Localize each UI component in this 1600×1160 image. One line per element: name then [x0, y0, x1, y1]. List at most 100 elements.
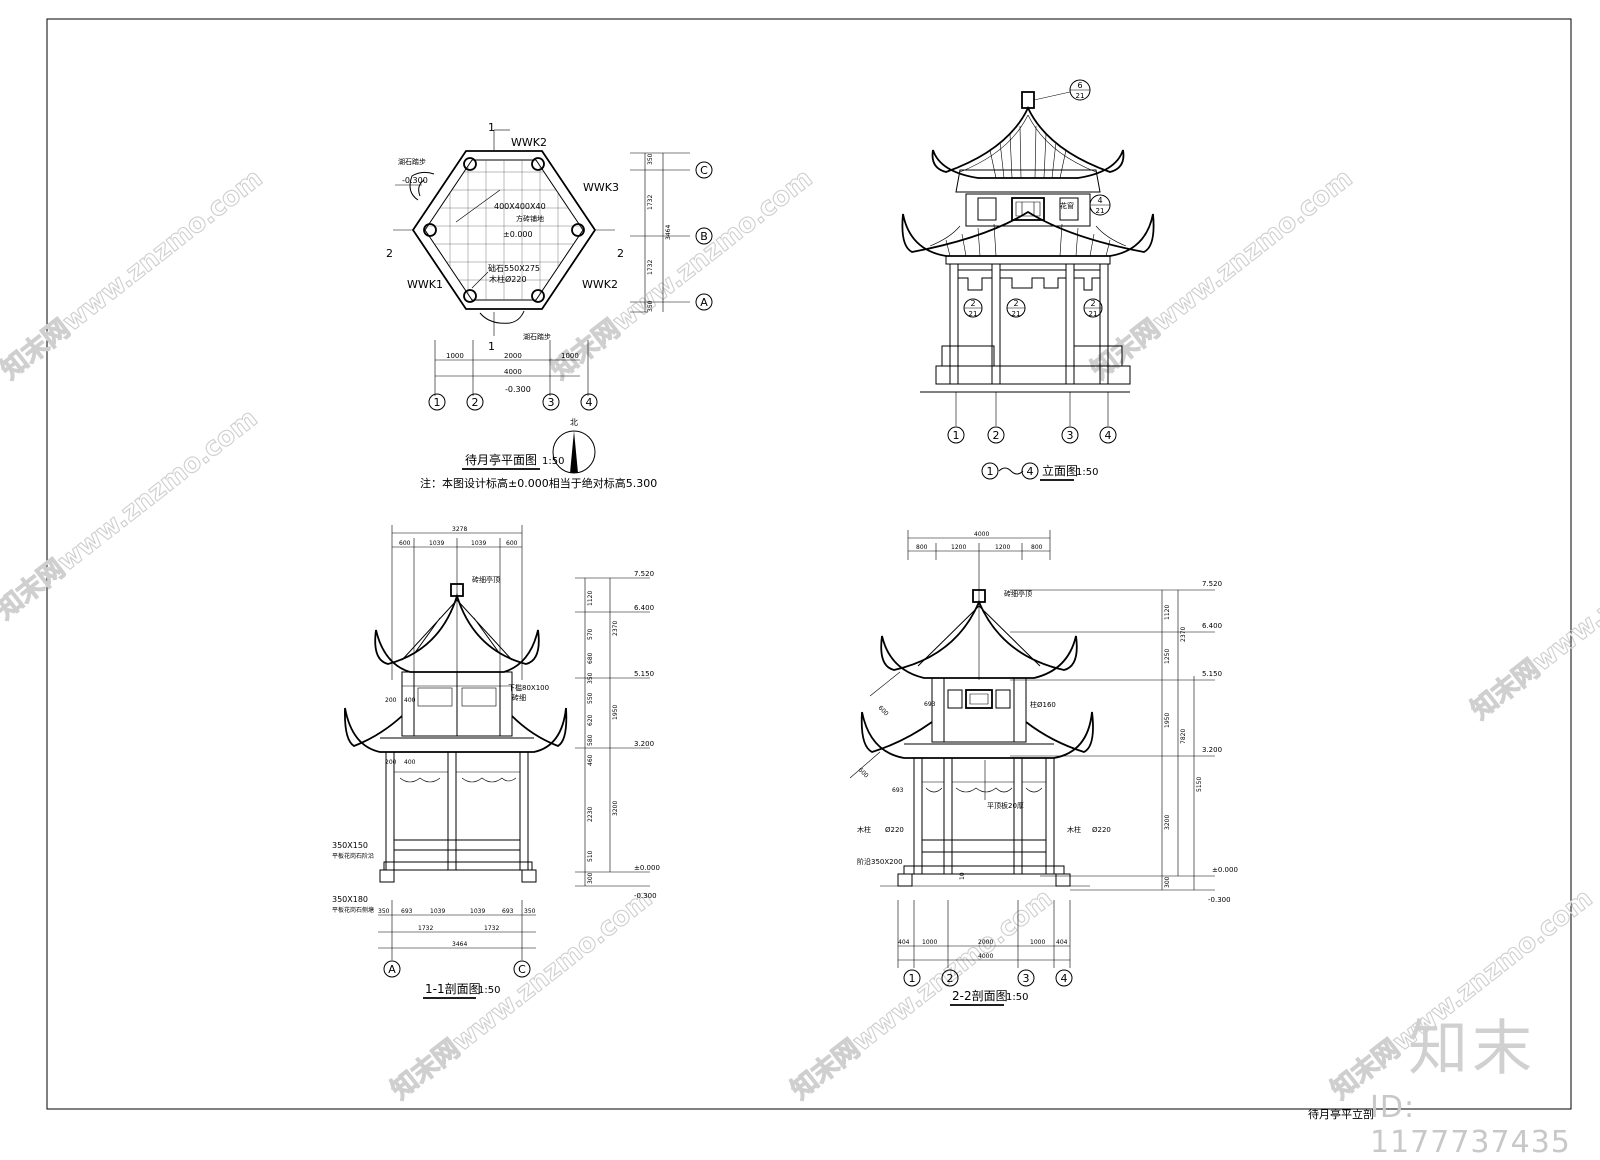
sec22-dim-total: 4000	[978, 953, 993, 960]
sec22-elev: -0.300	[1208, 896, 1231, 904]
sec11-label-beam2: 砖细	[512, 693, 526, 702]
sec11-dim: 460	[587, 754, 594, 766]
plan-column	[423, 223, 437, 237]
plan-label-step: 湖石踏步	[523, 332, 551, 341]
plan-axis-label: 1	[434, 396, 441, 409]
sec22-dim: 1950	[1164, 713, 1171, 728]
sec11-dim: 550	[587, 692, 594, 704]
sec11-elev: 7.520	[634, 570, 654, 578]
plan-hexagon-inner	[424, 159, 584, 301]
plan-label-base: 础石550X275	[488, 263, 540, 273]
plan-label-paving: 400X400X40	[494, 202, 546, 211]
plan-label-elev: -0.300	[402, 176, 428, 185]
sec22-dim: 800	[1031, 544, 1043, 551]
plan-label-column: 木柱Ø220	[489, 274, 527, 284]
plan-note: 注：本图设计标高±0.000相当于绝对标高5.300	[420, 476, 657, 490]
plan-label-elev: -0.300	[505, 385, 531, 394]
sec22-label-col-left: 木柱	[857, 825, 871, 834]
sec11-dim: 600	[399, 540, 411, 547]
sec11-dim: 1732	[418, 925, 433, 932]
callout-ref: 21	[1089, 310, 1098, 318]
sec11-title: 1-1剖面图	[425, 982, 481, 996]
sec11-axis-label: C	[518, 963, 526, 976]
elev-callout: 6 21	[1033, 79, 1091, 101]
sec22-dim: 2000	[978, 939, 993, 946]
sec11-label-step1: 350X150	[332, 841, 368, 850]
plan-axis-bubbles: 1 2 3 4	[428, 393, 598, 411]
titleblock-text: 待月亭平立剖	[1308, 1108, 1374, 1121]
sec11-axis-label: A	[388, 963, 396, 976]
sec22-dim: 1000	[922, 939, 937, 946]
sec22-dim: 7820	[1180, 729, 1187, 744]
sec22-dim: 3200	[1164, 815, 1171, 830]
sec11-dim: 693	[502, 908, 514, 915]
sec11-dim: 350	[587, 672, 594, 684]
callout-ref: 21	[969, 310, 978, 318]
sec11-scale: 1:50	[478, 985, 500, 996]
elev-label-window: 花窗	[1060, 201, 1074, 210]
sec11-elev: 6.400	[634, 604, 654, 612]
lower-roof-tiles	[945, 223, 1111, 257]
sec22-label-693a: 693	[924, 701, 936, 708]
sec22-axis-label: 1	[909, 972, 916, 985]
sec11-dim: 3200	[612, 801, 619, 816]
plan-column	[531, 289, 545, 303]
sec22-label-col-left-d: Ø220	[885, 826, 904, 834]
callout-num: 2	[1013, 299, 1018, 308]
elev-title-from: 1	[987, 465, 994, 478]
sec22-title: 2-2剖面图	[952, 989, 1008, 1003]
elevation-view: 花窗 6 21 4 21	[901, 79, 1155, 481]
plan-dim: 3464	[665, 225, 672, 240]
plan-view: 1 1 2 2 WWK2 WWK3 WWK1 WWK2 湖石踏步 湖石踏步 -0…	[386, 121, 713, 490]
sec22-dim: 1200	[995, 544, 1010, 551]
plan-label-step: 湖石踏步	[398, 157, 426, 166]
sheet-border	[46, 18, 1572, 1110]
lower-roof	[901, 210, 1155, 257]
sec11-dim: 693	[401, 908, 413, 915]
sec22-axis-label: 2	[947, 972, 954, 985]
sec22-label-roof: 砖细亭顶	[1004, 589, 1032, 598]
sec22-dim: 1120	[1164, 605, 1171, 620]
watermark-text: 知末网www.znzmo.com	[0, 403, 263, 625]
sec11-inner-dims: 1120 570 680 350 550 620 580 460 2230 51…	[587, 591, 619, 884]
callout-num: 2	[1090, 299, 1095, 308]
plan-label-wwk2: WWK2	[511, 136, 547, 149]
sec11-elev: ±0.000	[634, 864, 660, 872]
sec11-label: 400	[404, 697, 416, 704]
sec11-dim-total: 3278	[452, 526, 467, 533]
sec11-label: 400	[404, 759, 416, 766]
plan-title: 待月亭平面图	[465, 452, 537, 467]
plan-scale: 1:50	[542, 456, 564, 467]
elev-callout: 4 21	[1089, 194, 1111, 216]
sec22-label-600b: 600	[857, 766, 870, 779]
plan-axis-label: A	[700, 296, 708, 309]
elev-axis-label: 4	[1105, 429, 1112, 442]
plan-label-wwk2: WWK2	[582, 278, 618, 291]
callout-num: 4	[1097, 196, 1102, 205]
plan-rock-step	[479, 310, 525, 324]
watermark-text: 知末网www.znzmo.com	[1086, 163, 1358, 385]
drawing-sheet: 知末网www.znzmo.com 知末网www.znzmo.com 知末网www…	[0, 18, 1600, 1110]
callout-num: 6	[1077, 81, 1082, 90]
north-label: 北	[570, 418, 578, 427]
sec22-label-col-right-d: Ø220	[1092, 826, 1111, 834]
section-2-2: 4000 800 1200 1200 800 砖细亭顶 柱Ø160 600 69…	[849, 530, 1238, 1006]
sec11-label: 200	[385, 697, 397, 704]
sec11-dim: 570	[587, 628, 594, 640]
elev-callout: 2 21	[963, 298, 983, 318]
upper-roof	[931, 105, 1125, 179]
plan-column	[463, 289, 477, 303]
sec22-scale: 1:50	[1006, 992, 1028, 1003]
sec22-dim: 1250	[1164, 649, 1171, 664]
elev-scale: 1:50	[1076, 467, 1098, 478]
elev-callout: 2 21	[1083, 298, 1103, 318]
elev-axis-label: 2	[993, 429, 1000, 442]
callout-ref: 21	[1012, 310, 1021, 318]
sec22-dim: 300	[1164, 876, 1171, 888]
sec22-label-base: 阶沿350X200	[857, 857, 903, 866]
sec11-label-step2: 350X180	[332, 895, 368, 904]
plan-section-mark: 1	[488, 121, 495, 134]
sec22-dim: 404	[1056, 939, 1068, 946]
sec22-label-600a: 600	[877, 704, 890, 717]
sec11-label-beam: 下槛80X100	[508, 683, 549, 692]
